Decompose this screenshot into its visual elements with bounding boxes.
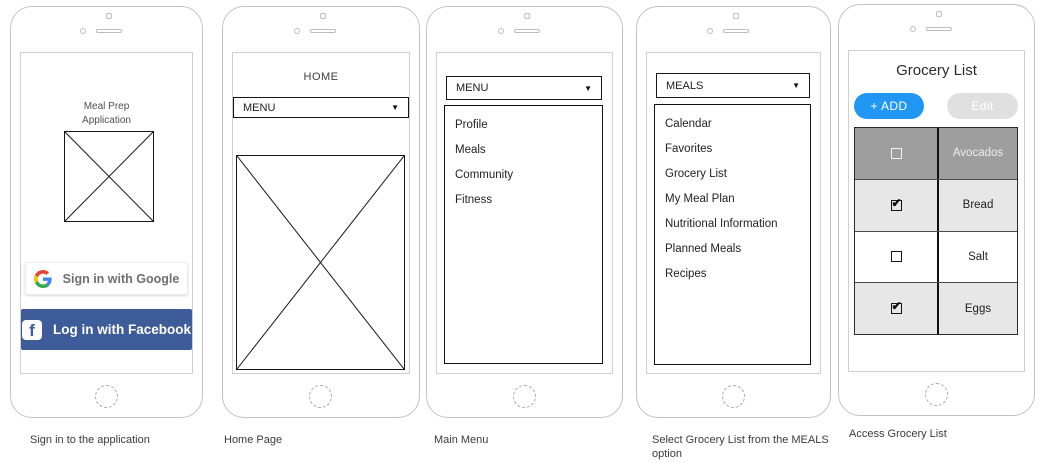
chevron-down-icon: ▼	[792, 81, 800, 90]
camera-square-icon	[320, 13, 326, 19]
menu-item[interactable]: Profile	[455, 119, 488, 131]
grocery-row[interactable]: ✔ Eggs	[855, 282, 1017, 334]
page-title: HOME	[303, 71, 339, 83]
step-caption: Access Grocery List	[849, 428, 947, 440]
check-mark-icon: ✔	[891, 299, 902, 314]
home-button-icon	[721, 385, 745, 408]
image-placeholder	[64, 131, 154, 222]
menu-item[interactable]: Favorites	[665, 143, 713, 155]
speaker-icon	[513, 29, 540, 33]
front-camera-icon	[497, 28, 504, 34]
home-screen: HOME MENU ▼	[232, 52, 410, 374]
menu-item[interactable]: My Meal Plan	[665, 193, 735, 205]
menu-item[interactable]: Nutritional Information	[665, 218, 778, 230]
sign-in-screen: Meal Prep Application Sign in with Googl…	[20, 52, 193, 374]
page-title: Grocery List	[896, 62, 977, 79]
step-caption: Select Grocery List from the MEALS optio…	[652, 434, 829, 461]
checkbox-cell	[855, 231, 939, 283]
phone-frame: Meal Prep Application Sign in with Googl…	[10, 6, 203, 418]
step-caption: Home Page	[224, 434, 283, 446]
checkbox-cell	[855, 128, 939, 179]
checkbox-unchecked-icon[interactable]	[890, 147, 902, 159]
add-button[interactable]: + ADD	[854, 93, 924, 119]
menu-item[interactable]: Grocery List	[665, 168, 727, 180]
home-button-icon	[924, 383, 948, 406]
google-button-label: Sign in with Google	[62, 271, 180, 286]
home-button-icon	[309, 385, 332, 408]
chevron-down-icon: ▼	[584, 83, 592, 93]
front-camera-icon	[706, 28, 713, 34]
menu-dropdown[interactable]: MENU ▼	[233, 97, 409, 118]
step-caption: Main Menu	[434, 434, 489, 446]
camera-square-icon	[105, 13, 112, 19]
meals-dropdown[interactable]: MEALS ▼	[656, 73, 810, 98]
step-caption: Sign in to the application	[30, 434, 150, 446]
phone-frame: HOME MENU ▼	[222, 6, 420, 418]
camera-square-icon	[732, 13, 739, 19]
facebook-button-label: Log in with Facebook	[53, 322, 191, 337]
check-mark-icon: ✔	[891, 195, 902, 210]
speaker-icon	[95, 29, 122, 33]
app-title: Meal Prep Application	[82, 101, 131, 126]
checkbox-checked-icon[interactable]: ✔	[890, 196, 902, 211]
checkbox-unchecked-icon[interactable]	[890, 251, 902, 263]
menu-item[interactable]: Recipes	[665, 268, 707, 280]
checkbox-checked-icon[interactable]: ✔	[890, 299, 902, 315]
front-camera-icon	[294, 28, 300, 34]
checkbox-cell: ✔	[855, 179, 939, 231]
menu-item[interactable]: Fitness	[455, 194, 493, 206]
google-logo-icon	[33, 269, 52, 288]
google-sign-in-button[interactable]: Sign in with Google	[25, 262, 188, 295]
grocery-item-label: Eggs	[964, 302, 992, 315]
phone-home-page: HOME MENU ▼ Home Page	[222, 6, 420, 446]
grocery-row[interactable]: ✔ Bread	[855, 178, 1017, 231]
menu-item[interactable]: Community	[455, 169, 514, 181]
facebook-login-button[interactable]: f Log in with Facebook	[21, 309, 192, 350]
grocery-item-label: Salt	[968, 250, 988, 263]
menu-item[interactable]: Calendar	[665, 118, 712, 130]
speaker-icon	[925, 27, 952, 31]
home-button-icon	[94, 385, 118, 408]
grocery-row[interactable]: Avocados	[855, 128, 1017, 179]
speaker-icon	[310, 29, 336, 33]
camera-square-icon	[935, 11, 942, 17]
home-button-icon	[512, 385, 536, 408]
dropdown-label: MENU	[456, 82, 489, 94]
dropdown-label: MEALS	[666, 79, 704, 92]
camera-square-icon	[523, 13, 530, 19]
front-camera-icon	[909, 26, 916, 32]
grocery-item-label: Bread	[962, 199, 994, 212]
checkbox-cell: ✔	[855, 283, 939, 334]
facebook-logo-icon: f	[22, 319, 42, 340]
edit-button[interactable]: Edit	[947, 93, 1018, 119]
grocery-item-label: Avocados	[952, 147, 1004, 160]
dropdown-label: MENU	[243, 101, 276, 114]
speaker-icon	[722, 29, 749, 33]
phone-sign-in: Meal Prep Application Sign in with Googl…	[10, 6, 203, 446]
image-placeholder	[236, 155, 405, 370]
menu-item[interactable]: Planned Meals	[665, 243, 742, 255]
menu-item[interactable]: Meals	[455, 144, 486, 156]
grocery-row[interactable]: Salt	[855, 230, 1017, 283]
front-camera-icon	[79, 28, 86, 34]
menu-dropdown[interactable]: MENU ▼	[446, 76, 602, 100]
chevron-down-icon: ▼	[391, 103, 399, 112]
